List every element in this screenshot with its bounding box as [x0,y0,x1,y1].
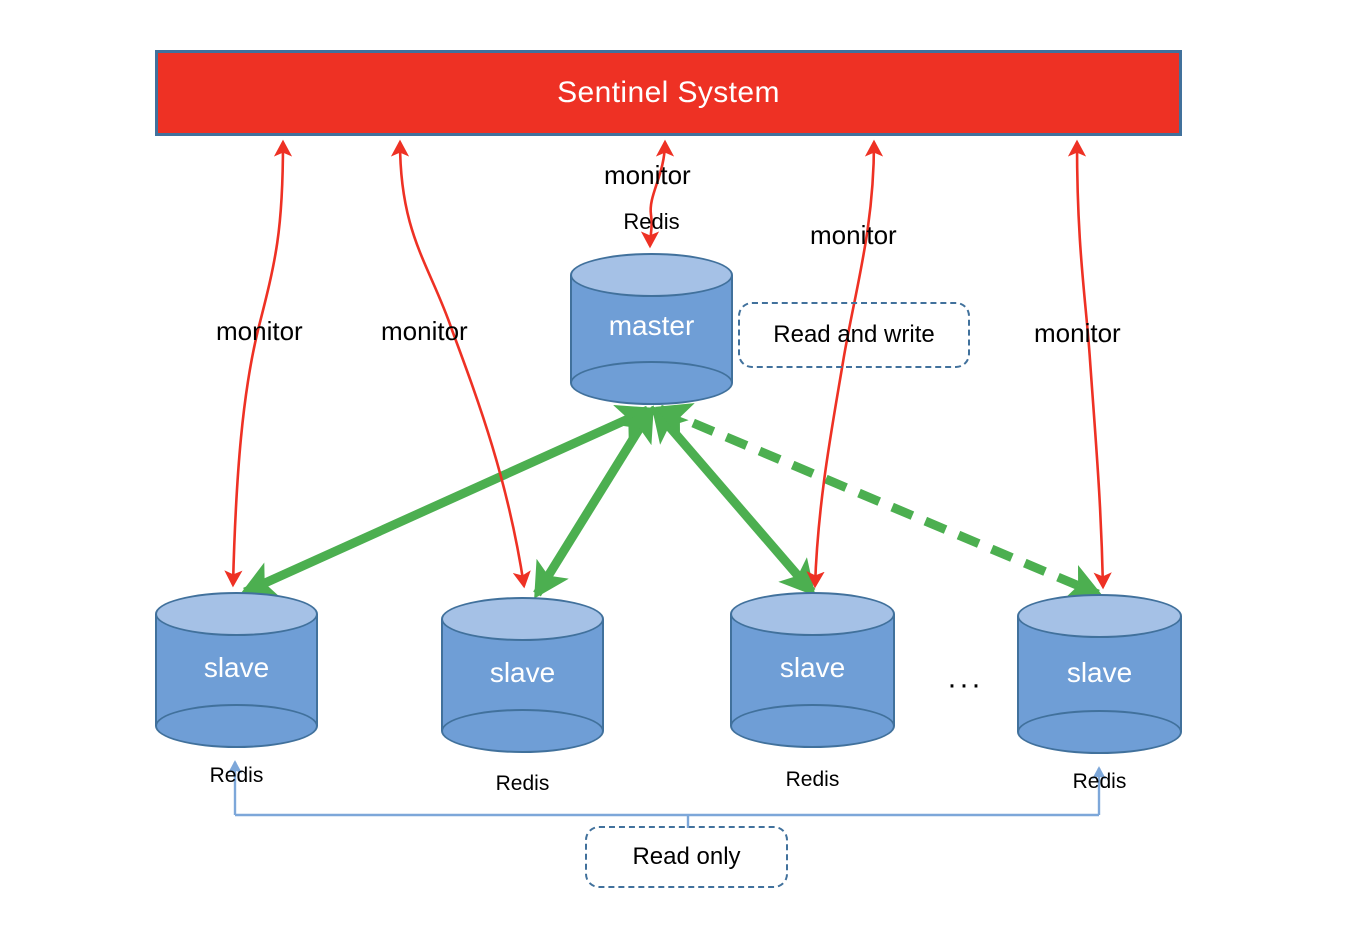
monitor-link-slave-3 [806,139,884,589]
node-slave-2[interactable]: slave [441,597,604,753]
slave-2-cylinder-cap [441,597,604,641]
slave-3-cylinder-cap [730,592,895,636]
read-only-bracket [227,760,1107,828]
slave-3-tech-label: Redis [785,768,840,791]
callout-read-and-write: Read and write [738,302,970,368]
slave-2-tech-label: Redis [495,772,550,795]
replication-link-slave-1 [240,404,653,598]
monitor-label-master: monitor [604,160,691,190]
slave-4-cylinder-base [1017,710,1182,754]
node-master[interactable]: master [570,253,733,405]
callout-read-and-write-label: Read and write [773,321,935,348]
sentinel-system-label: Sentinel System [557,76,780,109]
monitor-link-slave-1 [224,139,293,588]
node-slave-3[interactable]: slave [730,592,895,748]
monitor-link-slave-2 [390,139,531,589]
callout-read-only-label: Read only [632,843,741,870]
slave-3-cylinder-base [730,704,895,748]
slave-2-cylinder-base [441,709,604,753]
slave-1-cylinder-cap [155,592,318,636]
monitor-label-slave-4: monitor [1034,318,1121,348]
slave-1-cylinder-base [155,704,318,748]
monitor-link-master [640,139,675,249]
slave-4-cylinder-cap [1017,594,1182,638]
replication-link-slave-4 [655,403,1103,600]
master-tech-label: Redis [623,209,680,234]
node-slave-1[interactable]: slave [155,592,318,748]
replication-link-slave-2 [533,405,655,599]
monitor-label-slave-3: monitor [810,220,897,250]
monitor-link-slave-4 [1067,139,1112,590]
node-slave-4[interactable]: slave [1017,594,1182,754]
monitor-label-slave-1: monitor [216,316,303,346]
sentinel-system-banner[interactable]: Sentinel System [155,50,1182,136]
master-cylinder-cap [570,253,733,297]
replication-links [240,403,1103,600]
slave-1-tech-label: Redis [209,764,264,787]
monitor-label-slave-2: monitor [381,316,468,346]
slave-ellipsis: ··· [947,668,983,701]
slave-4-tech-label: Redis [1072,770,1127,793]
callout-read-only: Read only [585,826,788,888]
master-cylinder-base [570,361,733,405]
monitor-links [224,139,1112,590]
